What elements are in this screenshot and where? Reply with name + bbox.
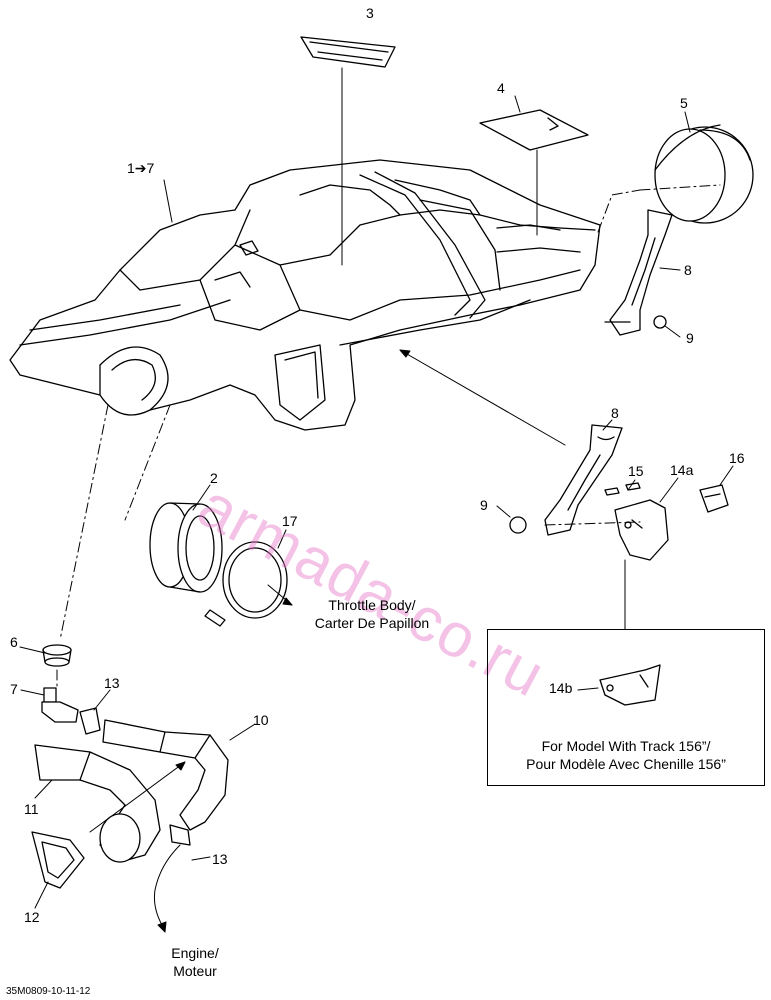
part-13-clamp-upper [79, 707, 101, 735]
part-6-grommet [42, 644, 72, 667]
callout-14a: 14a [670, 462, 694, 478]
callout-6: 6 [10, 634, 18, 650]
inset-caption-line-1: For Model With Track 156”/ [541, 738, 711, 754]
throttle-body-line-2: Carter De Papillon [314, 615, 430, 631]
arrows [89, 349, 566, 933]
callout-1-7: 1➔7 [127, 160, 155, 176]
part-10-hose [102, 719, 229, 831]
inset-box-track-156 [487, 629, 765, 786]
leader-lines [19, 67, 734, 909]
part-3-label-sticker [300, 36, 396, 68]
callout-13-upper: 13 [104, 675, 120, 691]
part-5-filter [654, 124, 754, 224]
inset-caption: For Model With Track 156”/ Pour Modèle A… [490, 737, 762, 773]
callout-9-upper: 9 [686, 330, 694, 346]
part-12-strap [31, 831, 85, 889]
callout-15: 15 [628, 463, 644, 479]
part-9-washer-upper [653, 315, 667, 329]
part-15-screws [604, 482, 641, 496]
part-8-bracket-lower [544, 424, 623, 536]
callout-8-upper: 8 [684, 262, 692, 278]
part-13-clamp-lower [169, 824, 191, 846]
airbox-assembly [9, 159, 601, 431]
part-8-bracket-upper [604, 209, 673, 336]
guide-lines [56, 184, 721, 689]
callout-11: 11 [24, 801, 39, 817]
inset-caption-line-2: Pour Modèle Avec Chenille 156” [526, 756, 726, 772]
engine-caption-line-1: Engine/ [171, 945, 219, 961]
drawing-id: 35M0809-10-11-12 [6, 986, 91, 997]
part-14a-bracket [614, 499, 669, 561]
callout-16: 16 [729, 450, 745, 466]
callout-12: 12 [24, 909, 40, 925]
callout-7: 7 [10, 681, 18, 697]
part-7-elbow [41, 687, 79, 723]
callout-9-lower: 9 [480, 497, 488, 513]
callout-14b: 14b [549, 680, 573, 696]
throttle-body-caption: Throttle Body/ Carter De Papillon [297, 596, 447, 632]
engine-caption-line-2: Moteur [173, 963, 217, 979]
part-11-hose [34, 744, 161, 863]
callout-17: 17 [282, 513, 298, 529]
callout-5: 5 [680, 95, 688, 111]
callout-13-lower: 13 [212, 851, 228, 867]
callout-10: 10 [253, 712, 269, 728]
part-9-washer-lower [509, 516, 527, 534]
callout-4: 4 [497, 80, 505, 96]
engine-caption: Engine/ Moteur [155, 944, 235, 980]
part-14b-bracket [599, 664, 661, 706]
part-2-adaptor [149, 502, 223, 593]
part-16-clip [699, 484, 729, 513]
callout-2: 2 [210, 470, 218, 486]
throttle-body-line-1: Throttle Body/ [328, 597, 416, 613]
callout-3: 3 [366, 5, 374, 21]
part-4-plate [479, 109, 589, 151]
callout-8-lower: 8 [611, 405, 619, 421]
part-17-clamp [204, 541, 288, 627]
